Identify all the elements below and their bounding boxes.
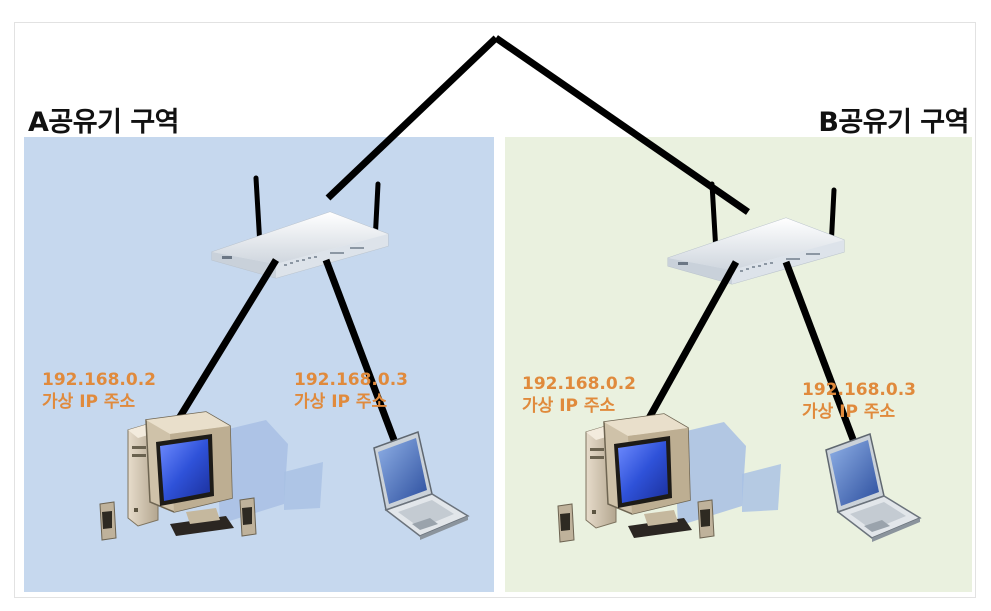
ip-caption: 가상 IP 주소 bbox=[42, 392, 136, 412]
zone-b-title: B공유기 구역 bbox=[818, 107, 969, 138]
ip-address: 192.168.0.3 bbox=[802, 380, 917, 400]
desktop-computer-icon bbox=[99, 411, 324, 541]
link-line bbox=[644, 260, 740, 422]
ip-address: 192.168.0.3 bbox=[294, 370, 409, 390]
ip-caption: 가상 IP 주소 bbox=[802, 402, 896, 422]
ip-caption: 가상 IP 주소 bbox=[294, 392, 388, 412]
ip-address: 192.168.0.2 bbox=[522, 374, 637, 394]
ip-caption: 가상 IP 주소 bbox=[522, 396, 616, 416]
backbone-line-b bbox=[494, 35, 750, 215]
laptop-icon bbox=[373, 431, 469, 541]
wireless-router-icon bbox=[668, 184, 844, 284]
link-line bbox=[782, 260, 858, 444]
diagram-frame bbox=[14, 22, 976, 598]
ip-label-a-desktop: 192.168.0.2 가상 IP 주소 bbox=[42, 369, 156, 413]
backbone-line-a bbox=[325, 35, 499, 201]
zone-a-title: A공유기 구역 bbox=[28, 107, 180, 138]
ip-label-b-desktop: 192.168.0.2 가상 IP 주소 bbox=[522, 373, 636, 417]
link-line bbox=[322, 258, 398, 442]
link-line bbox=[175, 258, 279, 422]
ip-label-b-laptop: 192.168.0.3 가상 IP 주소 bbox=[802, 379, 916, 423]
wireless-router-icon bbox=[212, 178, 388, 278]
ip-address: 192.168.0.2 bbox=[42, 370, 157, 390]
laptop-icon bbox=[825, 433, 921, 543]
desktop-computer-icon bbox=[557, 413, 782, 543]
ip-label-a-laptop: 192.168.0.3 가상 IP 주소 bbox=[294, 369, 408, 413]
